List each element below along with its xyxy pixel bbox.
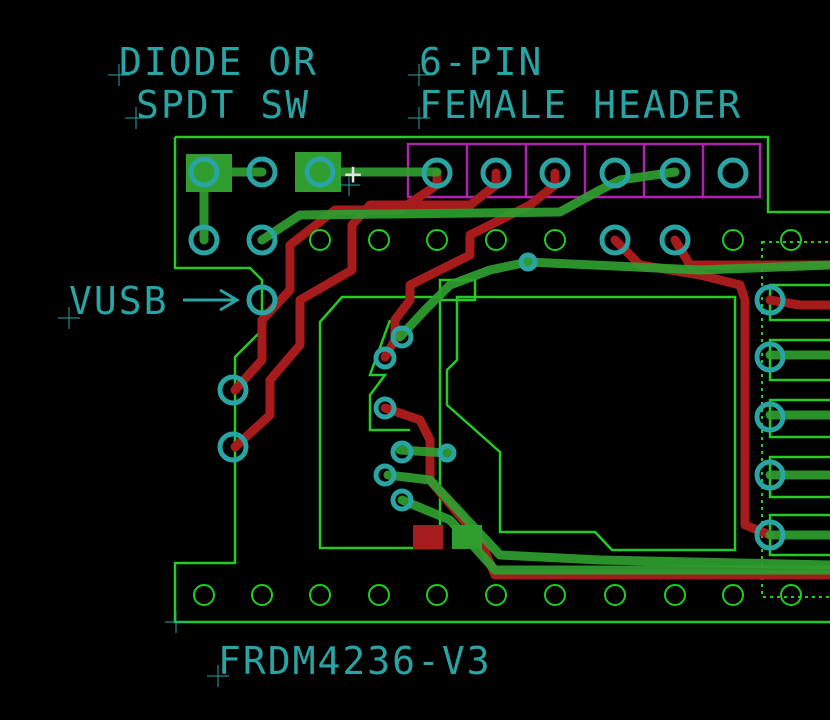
origin-crosses (58, 64, 430, 687)
module-outline-inner (445, 295, 737, 552)
label-board-name: FRDM4236-V3 (218, 639, 492, 683)
smd-pad-red (413, 525, 443, 549)
smd-pad-green (452, 525, 482, 549)
label-header-line2: FEMALE HEADER (419, 83, 742, 127)
label-vusb: VUSB (69, 279, 169, 323)
module-outline-left (318, 278, 477, 550)
module-notch (368, 319, 410, 432)
unpopulated-holes (193, 229, 802, 606)
vusb-arrow (183, 288, 240, 312)
through-hole-pads (188, 156, 786, 551)
header-outline (406, 142, 762, 199)
board-outline (173, 135, 830, 624)
module-outline-right (768, 283, 830, 557)
label-plus-mark: + (344, 157, 364, 192)
label-diode-line1: DIODE OR (119, 40, 318, 84)
label-header-line1: 6-PIN (419, 40, 543, 84)
label-diode-line2: SPDT SW (136, 83, 310, 127)
